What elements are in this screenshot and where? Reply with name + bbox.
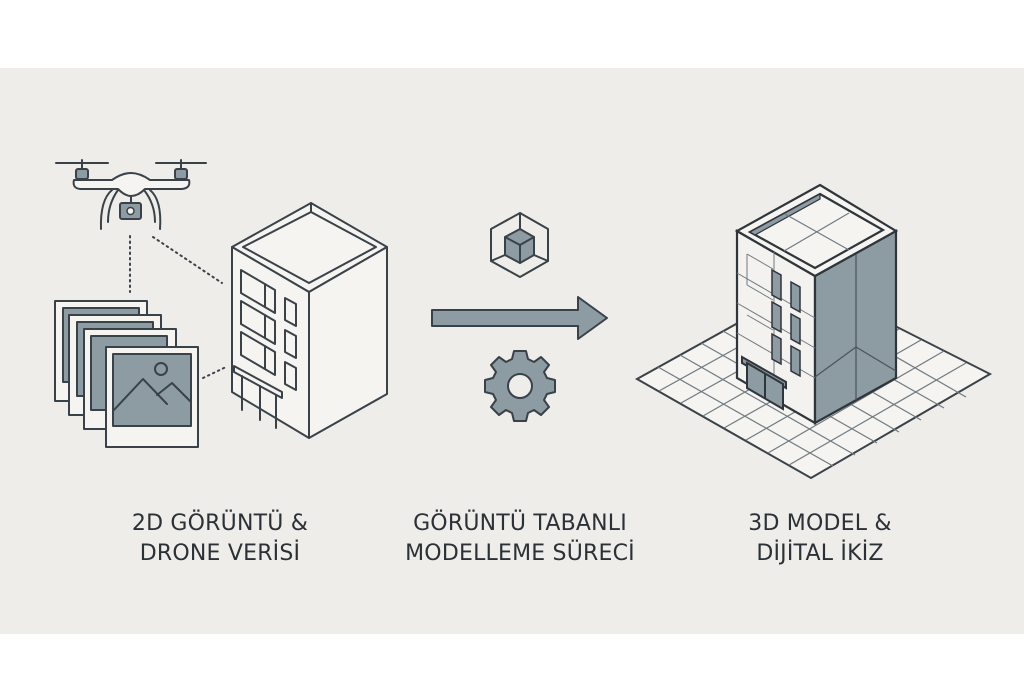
photo-front xyxy=(105,346,199,448)
cube-icon xyxy=(490,212,549,278)
stage-label-output: 3D MODEL & DİJİTAL İKİZ xyxy=(700,509,940,569)
stage-label-input-line1: 2D GÖRÜNTÜ & xyxy=(131,511,309,536)
stage-label-output-line1: 3D MODEL & xyxy=(748,511,892,536)
stage-label-process: GÖRÜNTÜ TABANLI MODELLEME SÜRECİ xyxy=(380,509,660,569)
building-outline-icon xyxy=(231,202,388,439)
photo-stack-icon xyxy=(54,300,199,448)
3d-building-model-icon xyxy=(734,183,899,425)
drone-icon xyxy=(55,159,207,230)
capture-dotted-lines xyxy=(129,235,227,379)
stage-label-process-line1: GÖRÜNTÜ TABANLI xyxy=(413,511,627,536)
stage-label-input: 2D GÖRÜNTÜ & DRONE VERİSİ xyxy=(100,509,340,569)
stage-label-output-line2: DİJİTAL İKİZ xyxy=(756,541,884,566)
arrow-right-icon xyxy=(431,296,608,340)
stage-label-input-line2: DRONE VERİSİ xyxy=(139,541,301,566)
gear-icon xyxy=(484,350,556,422)
stage-label-process-line2: MODELLEME SÜRECİ xyxy=(405,541,635,566)
